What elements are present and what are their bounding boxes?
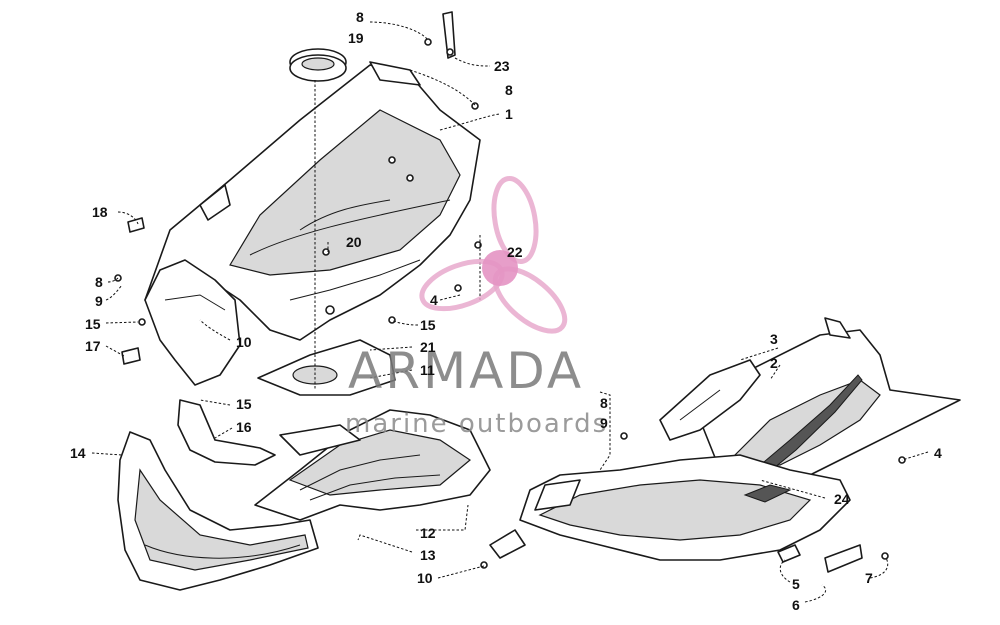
- callout-8: 8: [600, 395, 608, 411]
- callout-9: 9: [600, 415, 608, 431]
- callout-21: 21: [420, 339, 436, 355]
- callout-15: 15: [85, 316, 101, 332]
- callout-8: 8: [356, 9, 364, 25]
- callout-6: 6: [792, 597, 800, 613]
- callout-10: 10: [417, 570, 433, 586]
- callout-13: 13: [420, 547, 436, 563]
- side-decal: [659, 359, 761, 441]
- callout-19: 19: [348, 30, 364, 46]
- callout-15: 15: [236, 396, 252, 412]
- callout-3: 3: [770, 331, 778, 347]
- callout-4: 4: [934, 445, 942, 461]
- front-nose: [117, 431, 319, 591]
- callout-11: 11: [420, 362, 435, 378]
- watermark-title: ARMADA: [348, 342, 584, 400]
- watermark-subtitle: marine outboards: [345, 409, 608, 439]
- propeller-logo-icon: [419, 175, 568, 334]
- callout-8: 8: [95, 274, 103, 290]
- belly-pan: [489, 454, 863, 573]
- callout-8: 8: [505, 82, 513, 98]
- callout-18: 18: [92, 204, 108, 220]
- callout-9: 9: [95, 293, 103, 309]
- callout-5: 5: [792, 576, 800, 592]
- bracket-23: [442, 11, 456, 59]
- callout-23: 23: [494, 58, 510, 74]
- upper-body-panel: [144, 61, 481, 341]
- callout-labels: 8 19 23 8 1 18 20 22 8 9 4 15 15 17 10 2…: [70, 9, 942, 613]
- leader-lines: [91, 21, 929, 603]
- callout-15: 15: [420, 317, 436, 333]
- callout-12: 12: [420, 525, 436, 541]
- callout-1: 1: [505, 106, 513, 122]
- left-side-cowl: [121, 217, 241, 386]
- callout-14: 14: [70, 445, 86, 461]
- callout-7: 7: [865, 570, 873, 586]
- lower-floor-tray: [254, 409, 491, 521]
- callout-4: 4: [430, 292, 438, 308]
- fasteners: [114, 38, 906, 569]
- callout-2: 2: [770, 355, 778, 371]
- bracket-16: [177, 399, 276, 466]
- callout-22: 22: [507, 244, 523, 260]
- callout-24: 24: [834, 491, 850, 507]
- callout-16: 16: [236, 419, 252, 435]
- seal-ring: [289, 48, 347, 82]
- callout-17: 17: [85, 338, 101, 354]
- watermark: ARMADA marine outboards: [345, 175, 608, 439]
- callout-10: 10: [236, 334, 252, 350]
- callout-20: 20: [346, 234, 362, 250]
